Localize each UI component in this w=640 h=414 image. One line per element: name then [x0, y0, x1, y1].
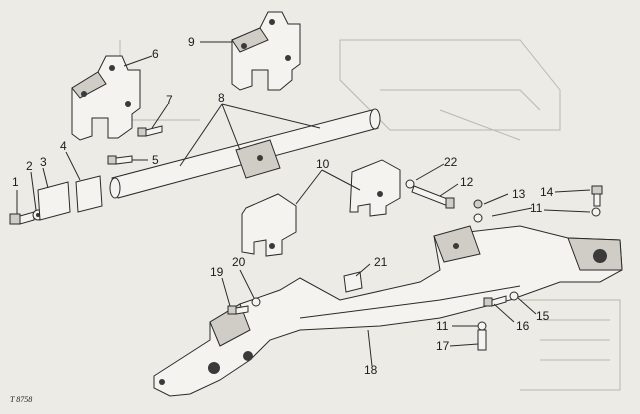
callout-9: 9 [188, 35, 195, 49]
callout-12: 12 [460, 175, 474, 189]
part-18-frame [153, 225, 623, 397]
part-8-shaft [109, 108, 381, 199]
part-20-washer [251, 297, 261, 307]
callout-4: 4 [60, 139, 67, 153]
callout-16: 16 [516, 319, 530, 333]
part-11-washer-lower [477, 321, 487, 331]
part-15-washer [509, 291, 519, 301]
part-22-washer [405, 179, 415, 189]
callout-labels: 1 2 3 4 5 6 7 8 9 10 22 12 13 14 11 19 2… [12, 35, 554, 377]
figure-id: T 8758 [10, 395, 32, 404]
callout-11-upper: 11 [530, 201, 543, 215]
part-21-plate [343, 271, 363, 293]
callout-20: 20 [232, 255, 246, 269]
part-13-nut [473, 199, 483, 209]
callout-8: 8 [218, 91, 225, 105]
callout-22: 22 [444, 155, 458, 169]
callout-2: 2 [26, 159, 33, 173]
callout-15: 15 [536, 309, 550, 323]
callout-6: 6 [152, 47, 159, 61]
callout-11-lower: 11 [436, 319, 449, 333]
callout-5: 5 [152, 153, 159, 167]
part-7-bolt [137, 125, 163, 137]
part-6-bearing-block [71, 55, 141, 141]
part-4-shim [75, 175, 103, 213]
part-9-bearing-block [231, 11, 301, 91]
part-3-plate [37, 181, 71, 221]
part-10-block-right [349, 159, 401, 217]
part-10-block-left [241, 193, 297, 257]
part-1-bolt [9, 211, 35, 225]
callout-14: 14 [540, 185, 554, 199]
callout-13: 13 [512, 187, 526, 201]
callout-3: 3 [40, 155, 47, 169]
part-17-bolt [477, 329, 487, 351]
callout-21: 21 [374, 255, 388, 269]
part-5-bolt [107, 155, 133, 165]
callout-7: 7 [166, 93, 173, 107]
leader-lines [16, 41, 591, 367]
part-14-bolt [591, 185, 603, 207]
callout-18: 18 [364, 363, 378, 377]
part-12-bolt [411, 185, 455, 209]
callout-19: 19 [210, 265, 224, 279]
callout-10: 10 [316, 157, 330, 171]
callout-17: 17 [436, 339, 450, 353]
part-11-washer-upper [473, 207, 601, 223]
part-19-bolt [227, 305, 249, 315]
part-16-bolt [483, 295, 507, 307]
callout-1: 1 [12, 175, 19, 189]
